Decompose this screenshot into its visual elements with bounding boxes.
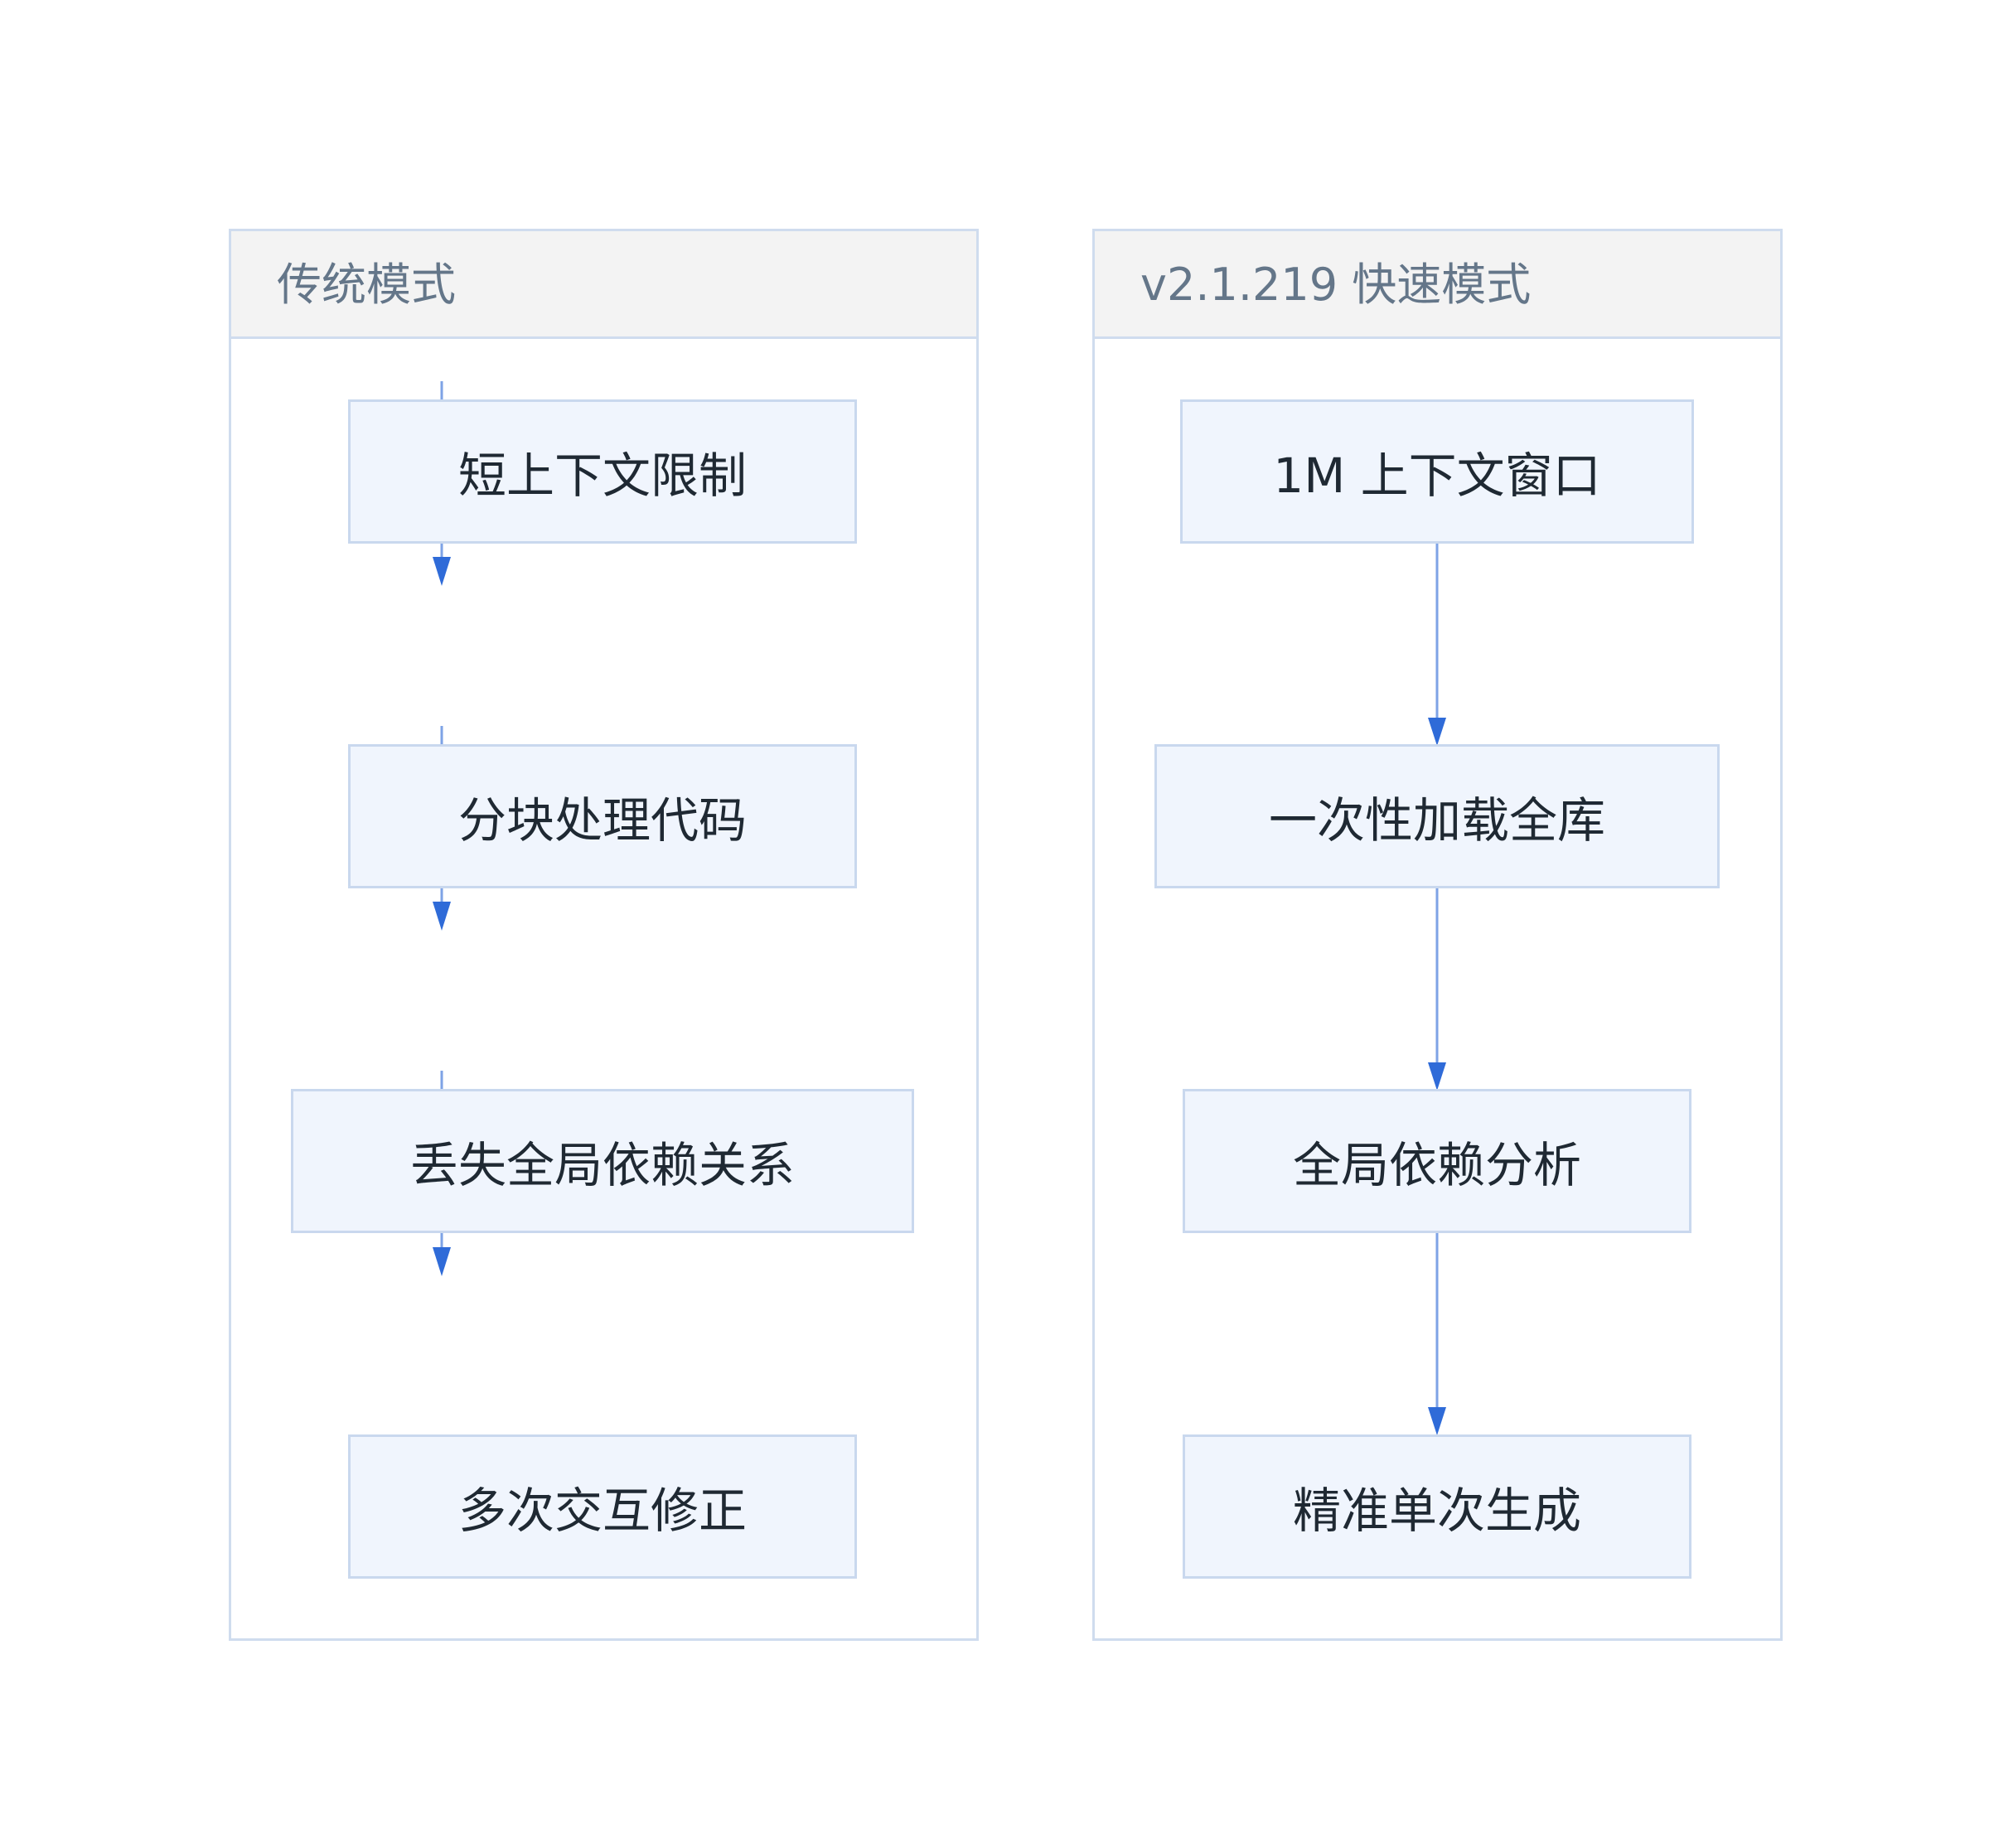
node-global-dependency-analysis: 全局依赖分析: [1183, 1089, 1691, 1233]
edge-f2-f3: [1428, 888, 1446, 1091]
node-chunk-processing: 分块处理代码: [348, 744, 857, 888]
group-header-fast: v2.1.219 快速模式: [1095, 231, 1780, 339]
node-lost-global-dependencies: 丢失全局依赖关系: [291, 1089, 914, 1233]
node-1m-context-window: 1M 上下文窗口: [1180, 399, 1694, 544]
group-title-fast: v2.1.219 快速模式: [1140, 259, 1532, 311]
group-header-traditional: 传统模式: [231, 231, 976, 339]
node-load-whole-repo: 一次性加载全库: [1154, 744, 1720, 888]
group-title-traditional: 传统模式: [277, 259, 456, 311]
edge-f3-f4: [1428, 1233, 1446, 1435]
node-multiple-interaction-fixes: 多次交互修正: [348, 1434, 857, 1579]
node-short-context-limit: 短上下文限制: [348, 399, 857, 544]
edge-f1-f2: [1428, 544, 1446, 746]
node-precise-single-generation: 精准单次生成: [1183, 1434, 1691, 1579]
